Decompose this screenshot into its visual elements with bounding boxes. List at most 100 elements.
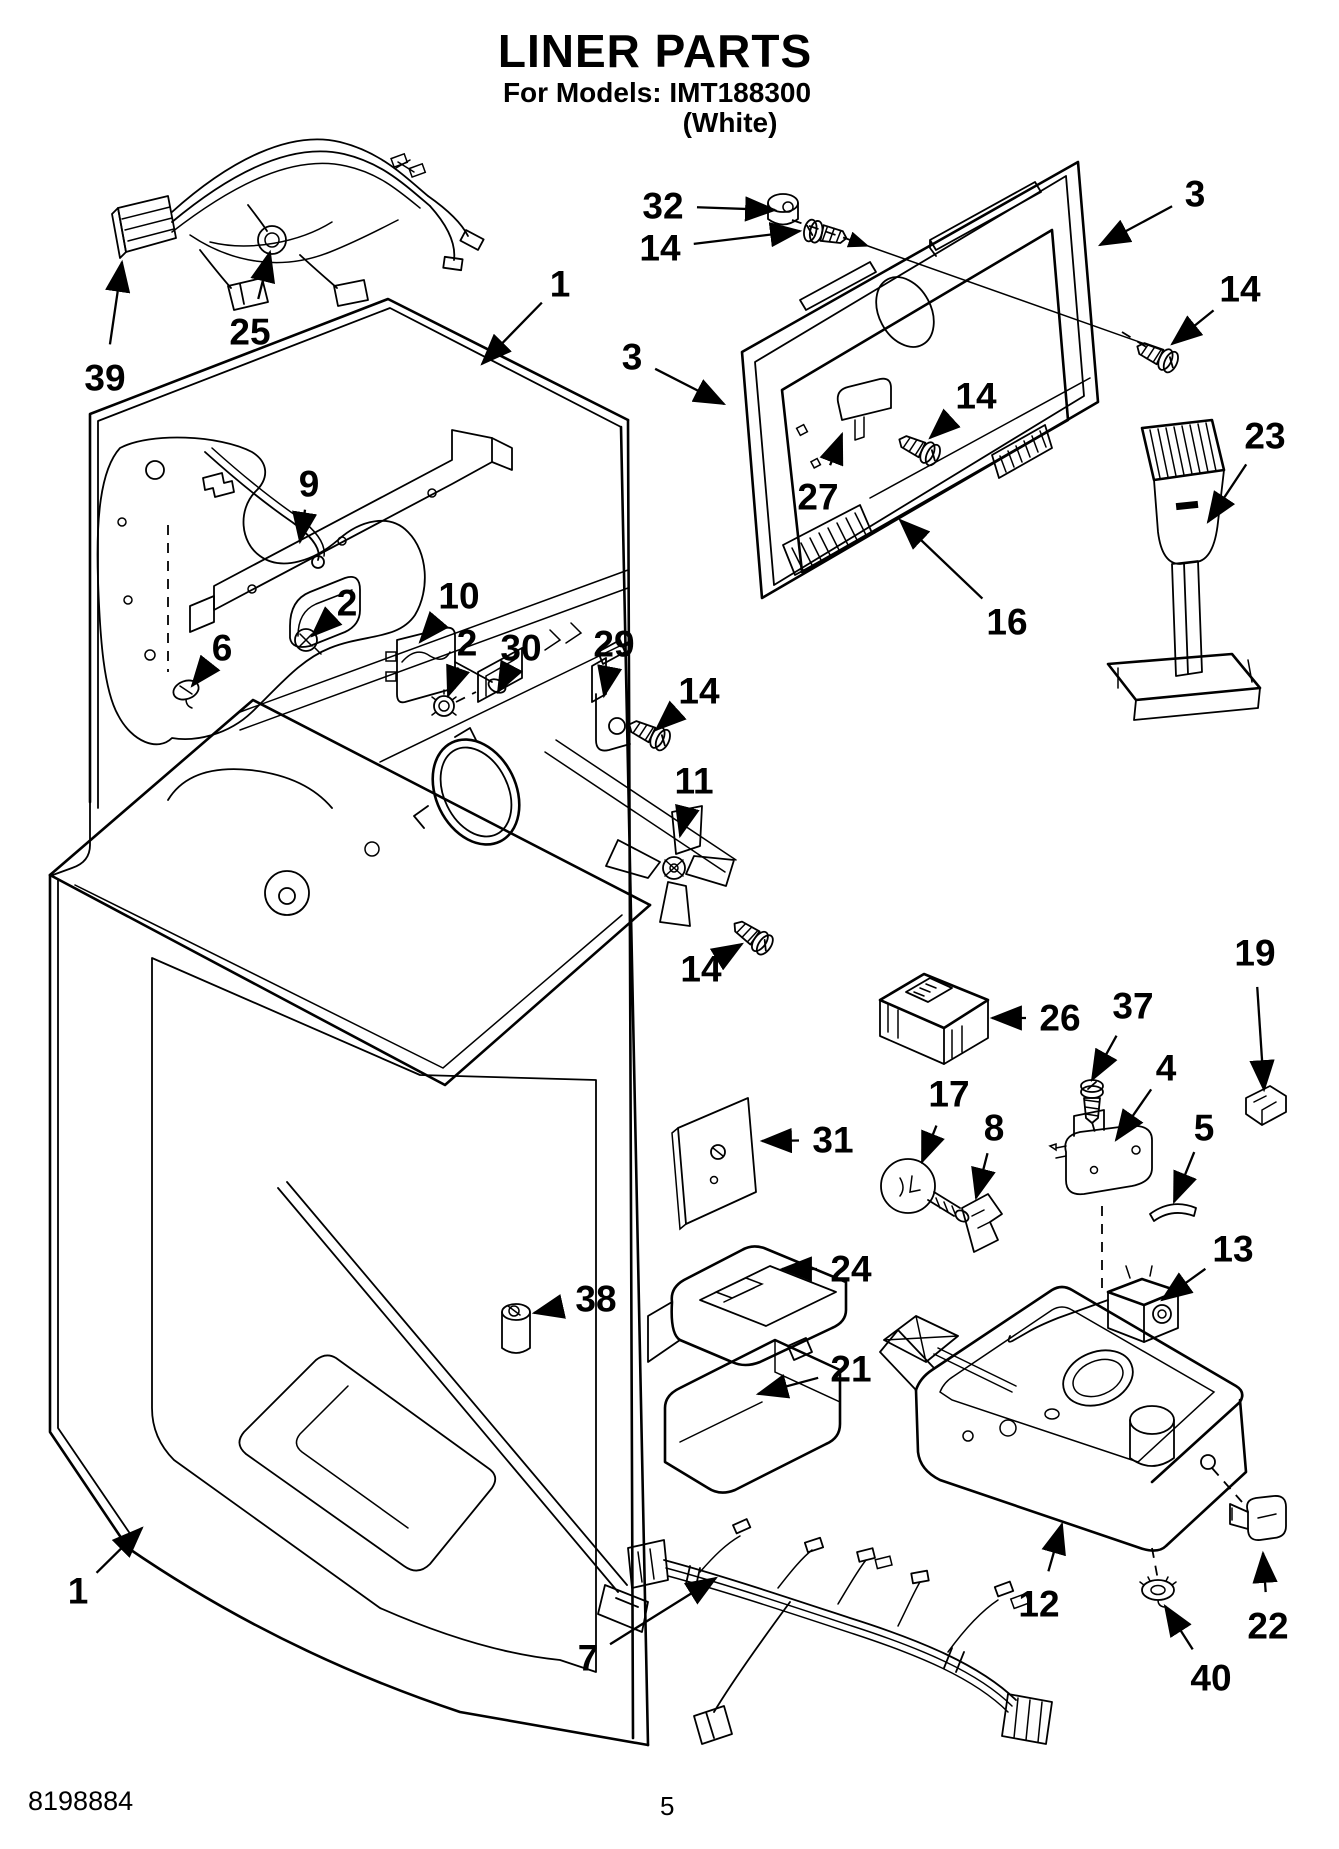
part-label-p8: 8 [971, 1108, 1005, 1201]
svg-text:21: 21 [830, 1349, 871, 1390]
svg-text:12: 12 [1018, 1584, 1059, 1625]
part-label-p14c: 14 [928, 376, 997, 440]
fresh-food-liner [48, 698, 652, 1747]
part-label-p30: 30 [496, 628, 542, 695]
part-label-p2b: 2 [446, 623, 478, 699]
part-label-p37: 37 [1090, 986, 1154, 1083]
svg-text:2: 2 [457, 623, 478, 664]
part-label-p2a: 2 [310, 583, 358, 638]
svg-text:16: 16 [986, 602, 1027, 643]
svg-text:29: 29 [593, 624, 634, 665]
part-label-p3b: 3 [622, 337, 727, 406]
svg-text:37: 37 [1112, 986, 1153, 1027]
svg-text:24: 24 [830, 1249, 872, 1290]
support-clip-27 [836, 377, 892, 421]
screw-14-top [801, 217, 850, 250]
part-label-p1b: 1 [68, 1526, 144, 1612]
svg-text:27: 27 [797, 477, 838, 518]
mounting-bracket-9 [189, 429, 513, 633]
part-label-p4: 4 [1114, 1048, 1177, 1142]
part-label-p9: 9 [292, 464, 320, 545]
condenser-fan-11 [605, 805, 735, 927]
bulb-clip-8 [961, 1193, 1003, 1253]
svg-text:11: 11 [674, 761, 713, 802]
svg-text:31: 31 [812, 1120, 853, 1161]
svg-text:38: 38 [575, 1279, 616, 1320]
fan-shroud-ring [413, 727, 737, 873]
part-label-p10: 10 [418, 576, 480, 644]
svg-text:4: 4 [1156, 1048, 1177, 1089]
drain-cover-21 [663, 1337, 842, 1494]
part-label-p40: 40 [1163, 1604, 1232, 1699]
part-label-p19: 19 [1234, 933, 1276, 1093]
wiring-harness-39 [111, 138, 485, 311]
part-label-p5: 5 [1172, 1108, 1214, 1205]
page-number: 5 [660, 1791, 675, 1821]
control-thermostat-4 [1048, 1109, 1153, 1196]
svg-text:14: 14 [678, 671, 720, 712]
part-label-p23: 23 [1206, 416, 1286, 524]
part-label-p39: 39 [84, 259, 131, 399]
damper-26 [878, 972, 990, 1065]
svg-text:8: 8 [984, 1108, 1005, 1149]
part-label-p14a: 14 [639, 222, 803, 269]
part-label-p32: 32 [642, 186, 778, 227]
part-label-p22: 22 [1247, 1550, 1289, 1647]
svg-text:9: 9 [299, 464, 320, 505]
svg-text:3: 3 [1185, 174, 1206, 215]
part-label-p25: 25 [229, 249, 276, 353]
svg-text:26: 26 [1039, 998, 1080, 1039]
part-label-p31: 31 [759, 1120, 854, 1161]
part-label-p29: 29 [593, 624, 635, 699]
part-label-p14e: 14 [680, 942, 744, 990]
svg-text:14: 14 [639, 228, 681, 269]
clip-19 [1245, 1085, 1287, 1126]
screw-14-panel [893, 428, 944, 469]
svg-text:32: 32 [642, 186, 683, 227]
svg-text:1: 1 [68, 1571, 89, 1612]
svg-text:17: 17 [928, 1074, 969, 1115]
document-number: 8198884 [28, 1786, 134, 1816]
cover-plate-31 [671, 1097, 757, 1231]
knob-22 [1229, 1495, 1287, 1541]
part-label-p6: 6 [190, 628, 233, 688]
cold-control-13 [1007, 1265, 1180, 1343]
part-label-p16: 16 [898, 518, 1028, 643]
screw-14-fan [727, 913, 777, 959]
wiring-harness-7 [627, 1518, 1053, 1745]
part-label-p1a: 1 [480, 264, 570, 366]
part-label-p17: 17 [920, 1074, 970, 1165]
model-subtitle: For Models: IMT188300 [502, 77, 812, 108]
svg-text:14: 14 [955, 376, 997, 417]
svg-text:2: 2 [337, 583, 358, 624]
screw-2a [294, 628, 322, 655]
screw-37 [1080, 1079, 1104, 1124]
svg-text:40: 40 [1190, 1658, 1231, 1699]
svg-text:22: 22 [1247, 1606, 1288, 1647]
nut-2b [431, 689, 477, 717]
svg-text:10: 10 [438, 576, 479, 617]
svg-text:19: 19 [1234, 933, 1275, 974]
grommet-38 [501, 1303, 531, 1354]
page-title: LINER PARTS [497, 25, 813, 77]
evaporator-cover-24 [647, 1245, 848, 1367]
svg-text:14: 14 [680, 949, 722, 990]
svg-text:30: 30 [500, 628, 541, 669]
part-label-p14d: 14 [654, 671, 720, 732]
part-label-p21: 21 [755, 1349, 872, 1399]
svg-text:14: 14 [1219, 269, 1261, 310]
svg-text:25: 25 [229, 312, 270, 353]
svg-text:13: 13 [1212, 1229, 1253, 1270]
part-label-p38: 38 [531, 1279, 617, 1320]
part-label-p12: 12 [1018, 1521, 1066, 1625]
svg-text:3: 3 [622, 337, 643, 378]
part-label-p11: 11 [674, 761, 714, 839]
clip-5 [1149, 1203, 1197, 1222]
svg-text:39: 39 [84, 358, 125, 399]
svg-text:6: 6 [212, 628, 233, 669]
light-bulb-17 [880, 1158, 970, 1223]
nut-40 [1139, 1576, 1177, 1608]
part-label-p13: 13 [1160, 1229, 1254, 1302]
